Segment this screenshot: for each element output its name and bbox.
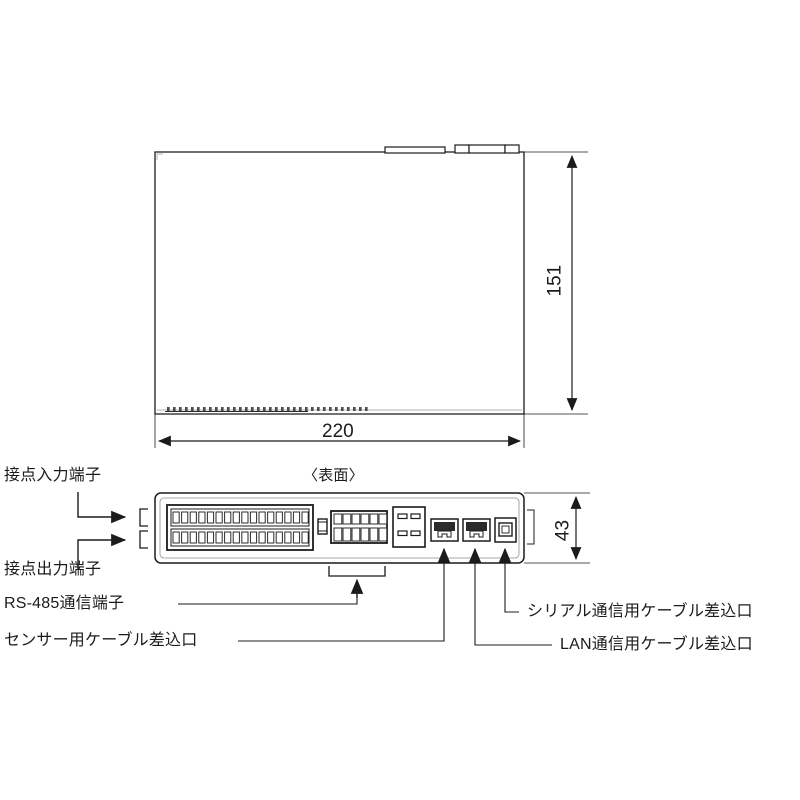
dimension-220-group bbox=[154, 414, 525, 448]
label-lan-port: LAN通信用ケーブル差込口 bbox=[560, 636, 753, 653]
leader-line-lan bbox=[474, 563, 552, 646]
leader-line-contact-output bbox=[77, 533, 127, 570]
rs485-terminal-block bbox=[330, 510, 388, 544]
label-serial-port: シリアル通信用ケーブル差込口 bbox=[527, 603, 753, 620]
top-view-group bbox=[154, 144, 525, 415]
leader-serial-port bbox=[498, 547, 519, 613]
top-tab-mid-b bbox=[468, 144, 506, 154]
contact-terminal-block bbox=[166, 504, 314, 551]
dimension-43-group bbox=[524, 492, 590, 564]
leader-line-serial bbox=[504, 563, 519, 613]
sensor-frame bbox=[392, 506, 426, 548]
dimension-151-group bbox=[524, 151, 588, 415]
top-tab-right bbox=[504, 144, 520, 154]
leader-line-rs485 bbox=[178, 598, 358, 605]
front-view-group bbox=[154, 492, 525, 564]
dim-text-151: 151 bbox=[544, 264, 566, 297]
front-view-side-bracket bbox=[527, 509, 535, 545]
top-view-corner-tick bbox=[156, 153, 163, 160]
lan-jack-2 bbox=[462, 518, 491, 542]
leader-line-sensor bbox=[238, 563, 445, 642]
ventilation-slots bbox=[167, 407, 368, 411]
leader-line-contact-input bbox=[77, 492, 127, 524]
bracket-contact-output bbox=[139, 530, 148, 549]
leader-lan-port bbox=[468, 547, 552, 646]
dim-text-220: 220 bbox=[322, 421, 354, 442]
top-tab-left bbox=[384, 146, 446, 154]
label-sensor-port: センサー用ケーブル差込口 bbox=[4, 632, 198, 649]
sensor-connector-block bbox=[392, 506, 426, 548]
leader-contact-input bbox=[77, 492, 148, 527]
top-view-outline bbox=[154, 151, 525, 415]
label-contact-output: 接点出力端子 bbox=[4, 561, 102, 578]
lan-jack-1 bbox=[430, 518, 459, 542]
top-tab-mid-a bbox=[454, 144, 470, 154]
usb-b-jack bbox=[494, 517, 517, 543]
label-front-surface: 〈表面〉 bbox=[303, 467, 364, 484]
label-rs485: RS-485通信端子 bbox=[4, 595, 125, 612]
leader-rs485 bbox=[178, 566, 386, 605]
bracket-rs485 bbox=[328, 566, 386, 577]
panel-clip bbox=[317, 518, 328, 535]
leader-contact-output bbox=[77, 530, 148, 570]
label-contact-input: 接点入力端子 bbox=[4, 467, 102, 484]
bracket-contact-input bbox=[139, 508, 148, 527]
leader-sensor-port bbox=[238, 547, 451, 642]
dim-text-43: 43 bbox=[552, 519, 574, 542]
